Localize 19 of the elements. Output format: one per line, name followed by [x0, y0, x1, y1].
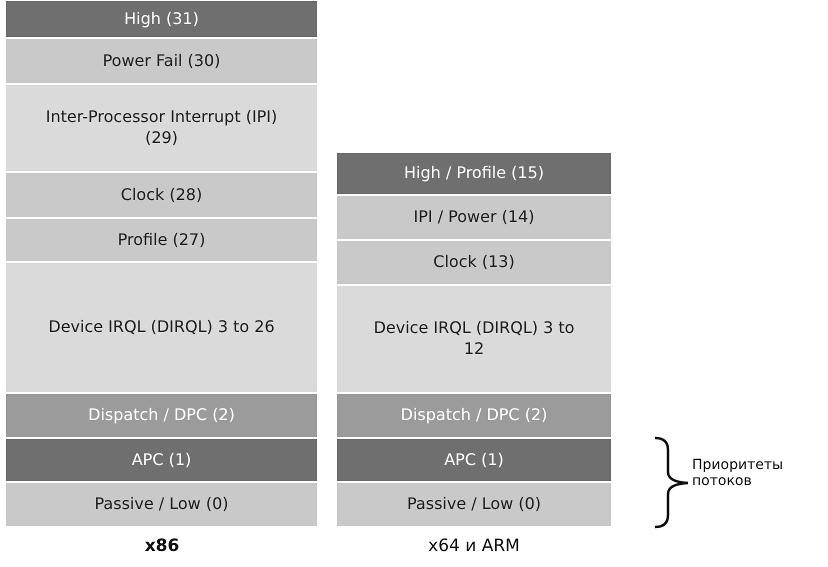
note-text: Приоритеты потоков — [692, 457, 784, 489]
level-bar: High (31) — [5, 0, 318, 38]
level-bar: Device IRQL (DIRQL) 3 to 12 — [336, 285, 612, 393]
level-bar: High / Profile (15) — [336, 152, 612, 195]
column-label: x86 — [144, 536, 180, 556]
level-bar: IPI / Power (14) — [336, 195, 612, 240]
level-bar: APC (1) — [336, 438, 612, 482]
level-bar: Clock (13) — [336, 240, 612, 285]
level-bar: Passive / Low (0) — [336, 482, 612, 527]
level-bar: Inter-Processor Interrupt (IPI) (29) — [5, 84, 318, 172]
level-bar: APC (1) — [5, 438, 318, 482]
level-bar: Passive / Low (0) — [5, 482, 318, 527]
level-bar: Dispatch / DPC (2) — [336, 393, 612, 438]
level-bar: Clock (28) — [5, 172, 318, 218]
column-label: x64 и ARM — [427, 536, 521, 556]
level-bar: Device IRQL (DIRQL) 3 to 26 — [5, 262, 318, 393]
level-bar: Dispatch / DPC (2) — [5, 393, 318, 438]
level-bar: Power Fail (30) — [5, 38, 318, 84]
level-bar: Profile (27) — [5, 218, 318, 262]
